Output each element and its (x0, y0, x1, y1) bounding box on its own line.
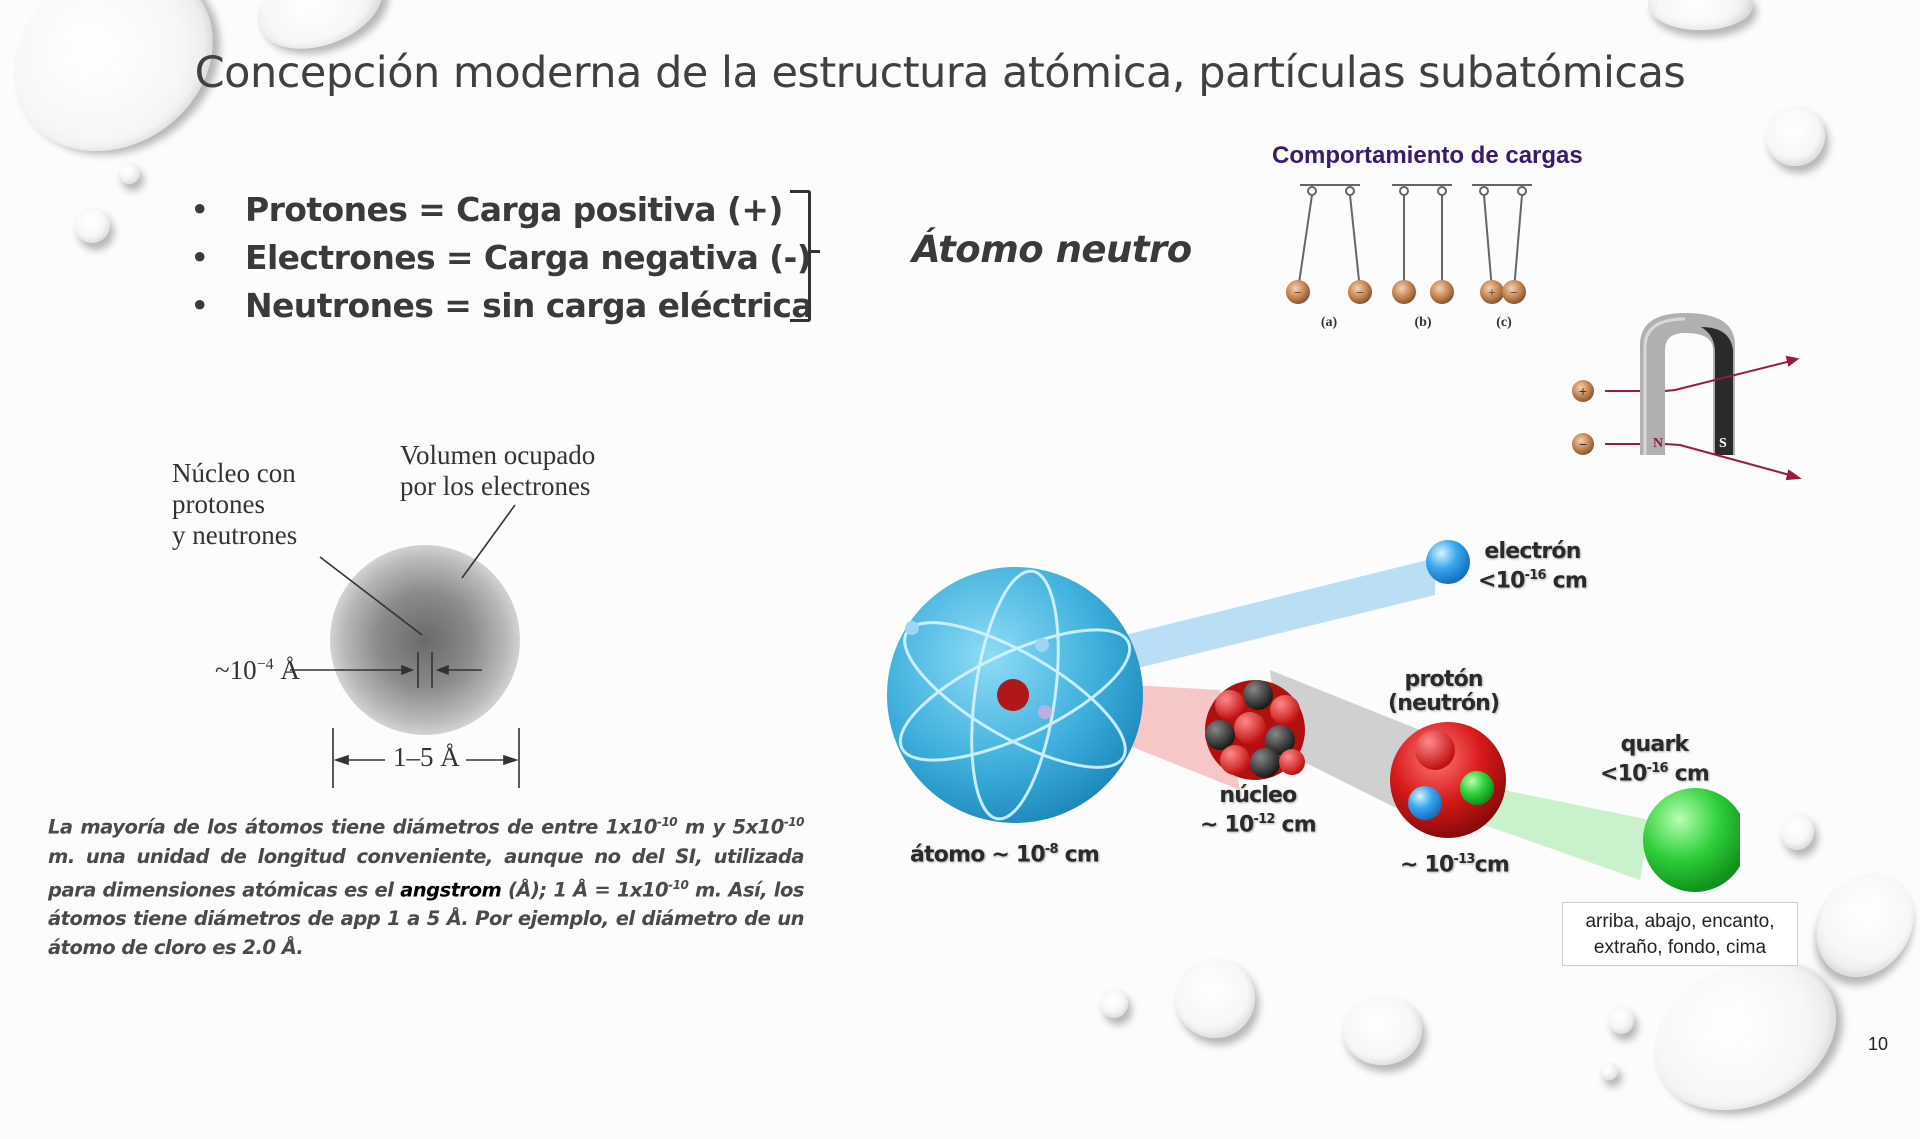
caption-exponent: -10 (783, 815, 805, 829)
proton-unit: cm (1474, 852, 1510, 878)
nucleus-exponent: -12 (1253, 812, 1276, 827)
water-drop-decoration (1342, 995, 1422, 1065)
water-drop-decoration (74, 207, 110, 243)
magnet-deflection-figure: N S + − (1572, 313, 1802, 481)
quark-unit: cm (1667, 761, 1710, 787)
water-drop-decoration (118, 162, 140, 184)
volume-label: Volumen ocupado por los electrones (400, 440, 595, 502)
volume-label-line: Volumen ocupado (400, 440, 596, 470)
pendulum-charges-figure: −−+− (a)(b)(c) (1286, 184, 1532, 330)
caption-text: m y 5x10 (677, 815, 784, 839)
atom-dimension-lines (290, 504, 520, 788)
page-number: 10 (1868, 1034, 1889, 1054)
svg-text:+: + (1579, 383, 1587, 399)
svg-text:−: − (1294, 286, 1302, 301)
nucleus-unit: cm (1274, 812, 1316, 838)
water-drop-decoration (1100, 988, 1128, 1018)
quark-size: <10 (1600, 761, 1647, 787)
water-drop-decoration (1600, 1062, 1618, 1080)
nucleus-label-line: Núcleo con (172, 458, 296, 488)
nucleus-size-label: ~10−4 Å (215, 655, 300, 686)
particle-list: Protones = Carga positiva (+) Electrones… (190, 186, 814, 330)
bullet-protones: Protones = Carga positiva (+) (190, 186, 813, 234)
quark-types-box: arriba, abajo, encanto, extraño, fondo, … (1562, 902, 1798, 966)
charges-panel-title: Comportamiento de cargas (1272, 142, 1583, 169)
electron-unit: cm (1545, 568, 1588, 594)
nucleus-label-line: protones (172, 489, 265, 519)
nucleus-size-unit: Å (273, 655, 300, 685)
angstrom-explanation: La mayoría de los átomos tiene diámetros… (48, 808, 805, 962)
svg-text:(b): (b) (1414, 315, 1431, 330)
caption-text: m. Así, los átomos tiene diámetros de ap… (48, 878, 805, 959)
proton-name: protón (1404, 667, 1484, 692)
caption-exponent: -10 (656, 815, 678, 829)
water-drop-decoration (1175, 958, 1255, 1038)
quark-types-line: arriba, abajo, encanto, (1585, 911, 1775, 932)
svg-text:−: − (1356, 286, 1364, 301)
bullet-neutrones: Neutrones = sin carga eléctrica (190, 282, 814, 330)
nucleus-label: Núcleo con protones y neutrones (172, 458, 297, 551)
nucleus-label-line: y neutrones (172, 520, 298, 550)
nucleus-size-value: ~10 (215, 655, 257, 685)
quark-label: quark <10-16 cm (1600, 732, 1710, 787)
atomic-scale-figure (887, 540, 1740, 892)
atom-size-unit: cm (1057, 842, 1100, 868)
volume-label-line: por los electrones (400, 471, 591, 501)
nucleus-size-exponent: −4 (256, 656, 274, 673)
water-drop-decoration (1765, 106, 1825, 166)
atom-size-exponent: -8 (1044, 842, 1059, 857)
electron-size: <10 (1478, 568, 1525, 594)
electron-name: electrón (1484, 539, 1581, 564)
slide-title: Concepción moderna de la estructura atóm… (194, 48, 1686, 98)
nucleus-name: núcleo (1219, 783, 1297, 808)
bullet-electrones: Electrones = Carga negativa (-) (190, 234, 813, 282)
right-brace (790, 190, 811, 322)
right-brace-tip (810, 250, 820, 253)
quark-types-line: extraño, fondo, cima (1593, 937, 1767, 958)
quark-exponent: -16 (1646, 761, 1669, 776)
caption-text: La mayoría de los átomos tiene diámetros… (48, 815, 657, 839)
caption-exponent: -10 (668, 877, 689, 892)
svg-text:S: S (1719, 436, 1727, 451)
svg-text:−: − (1579, 436, 1587, 452)
caption-text: m. una unidad de longitud conveniente, a… (48, 844, 805, 902)
electron-exponent: -16 (1524, 568, 1547, 583)
svg-text:(a): (a) (1321, 315, 1338, 330)
water-drop-decoration (1648, 0, 1753, 30)
proton-size: ~ 10 (1400, 852, 1454, 878)
atom-size-label: átomo ~ 10-8 cm (910, 838, 1100, 868)
electron-label: electrón <10-16 cm (1478, 539, 1588, 594)
nucleus-scale-label: núcleo ~ 10-12 cm (1200, 783, 1317, 838)
electron-cloud (330, 545, 520, 735)
neutral-atom-label: Átomo neutro (912, 228, 1192, 271)
atom-size-label: 1–5 Å (390, 742, 463, 773)
proton-label: protón (neutrón) (1388, 667, 1500, 716)
proton-size-label: ~ 10-13cm (1400, 848, 1510, 878)
svg-text:N: N (1653, 436, 1663, 451)
svg-text:(c): (c) (1496, 315, 1512, 330)
svg-text:+: + (1488, 286, 1496, 301)
svg-text:−: − (1510, 286, 1518, 301)
proton-exponent: -13 (1453, 852, 1476, 867)
angstrom-term: angstrom (400, 878, 502, 901)
neutron-name: (neutrón) (1388, 691, 1500, 716)
water-drop-decoration (1780, 812, 1814, 850)
nucleus-size: ~ 10 (1200, 812, 1254, 838)
water-drop-decoration (1608, 1006, 1634, 1034)
quark-name: quark (1620, 732, 1690, 757)
caption-text: (Å); 1 Å = 1x10 (501, 878, 669, 901)
atom-size-text: átomo ~ 10 (910, 842, 1046, 868)
